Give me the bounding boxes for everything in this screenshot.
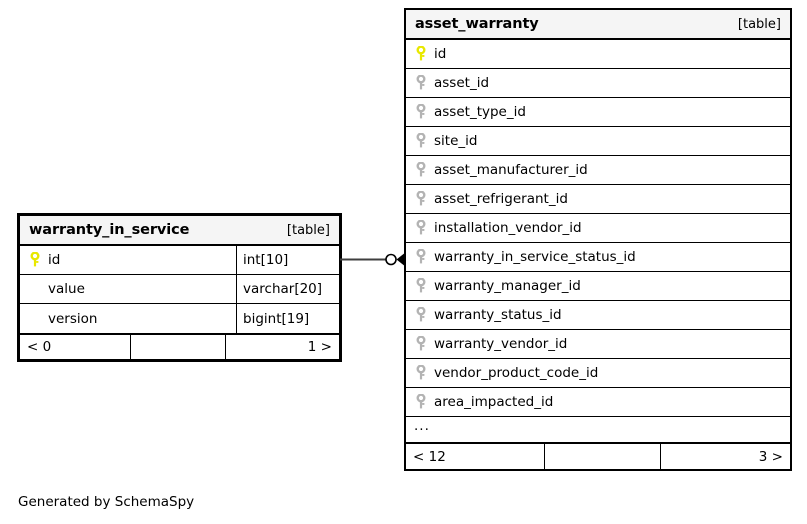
- foreign-key-icon: [416, 162, 426, 177]
- foreign-key-icon: [416, 307, 426, 322]
- table-row[interactable]: warranty_status_id: [406, 301, 790, 330]
- column-label: warranty_status_id: [434, 307, 562, 323]
- page-indicator: [131, 335, 226, 359]
- table-row[interactable]: value varchar[20]: [20, 275, 339, 304]
- foreign-key-icon: [416, 104, 426, 119]
- column-label: warranty_manager_id: [434, 278, 581, 294]
- table-columns-warranty-in-service: id int[10] value varchar[20] version big…: [20, 246, 339, 333]
- column-label: installation_vendor_id: [434, 220, 582, 236]
- column-type-cell: varchar[20]: [236, 275, 339, 303]
- table-type-tag: [table]: [737, 16, 781, 32]
- foreign-key-icon: [416, 278, 426, 293]
- table-row[interactable]: warranty_vendor_id: [406, 330, 790, 359]
- foreign-key-icon: [416, 336, 426, 351]
- column-type-cell: int[10]: [236, 246, 339, 274]
- relationship-connector-warranty-in-service-to-asset-warranty: [340, 251, 407, 268]
- generated-by-credit: Generated by SchemaSpy: [18, 494, 195, 510]
- table-asset-warranty[interactable]: asset_warranty [table] id asset_i: [404, 8, 792, 471]
- column-name-cell: vendor_product_code_id: [406, 359, 790, 387]
- column-label: version: [48, 310, 98, 327]
- table-type-tag: [table]: [286, 222, 330, 238]
- primary-key-icon: [416, 46, 426, 61]
- table-row[interactable]: installation_vendor_id: [406, 214, 790, 243]
- column-label: warranty_in_service_status_id: [434, 249, 636, 265]
- column-name-cell: installation_vendor_id: [406, 214, 790, 242]
- column-name-cell: asset_type_id: [406, 98, 790, 126]
- foreign-key-icon: [416, 75, 426, 90]
- cardinality-zero-circle: [385, 253, 397, 266]
- table-title: asset_warranty: [415, 16, 539, 32]
- table-header-asset-warranty: asset_warranty [table]: [406, 10, 790, 40]
- page-indicator: [545, 444, 661, 469]
- column-label: asset_id: [434, 75, 490, 91]
- column-label: asset_type_id: [434, 104, 526, 120]
- next-page-button[interactable]: 1 >: [307, 339, 332, 355]
- foreign-key-icon: [416, 220, 426, 235]
- column-name-cell: id: [406, 40, 790, 68]
- foreign-key-icon: [416, 191, 426, 206]
- table-columns-asset-warranty: id asset_id asset_type_id: [406, 40, 790, 443]
- column-name-cell: asset_manufacturer_id: [406, 156, 790, 184]
- next-page-button[interactable]: 3 >: [758, 448, 783, 465]
- ellipsis-label: ...: [414, 417, 430, 434]
- column-name-cell: value: [20, 275, 236, 303]
- column-type-cell: bigint[19]: [236, 304, 339, 333]
- column-name-cell: version: [20, 304, 236, 333]
- column-name-cell: warranty_status_id: [406, 301, 790, 329]
- column-label: id: [434, 46, 447, 62]
- table-row[interactable]: asset_type_id: [406, 98, 790, 127]
- column-label: warranty_vendor_id: [434, 336, 568, 352]
- table-row[interactable]: asset_manufacturer_id: [406, 156, 790, 185]
- column-name-cell: warranty_in_service_status_id: [406, 243, 790, 271]
- prev-page-button[interactable]: < 0: [20, 335, 131, 359]
- table-row[interactable]: warranty_in_service_status_id: [406, 243, 790, 272]
- foreign-key-icon: [416, 249, 426, 264]
- table-row[interactable]: warranty_manager_id: [406, 272, 790, 301]
- table-row[interactable]: area_impacted_id: [406, 388, 790, 417]
- column-name-cell: id: [20, 246, 236, 274]
- foreign-key-icon: [416, 365, 426, 380]
- table-row[interactable]: asset_id: [406, 69, 790, 98]
- table-warranty-in-service[interactable]: warranty_in_service [table] id int[10] v…: [17, 213, 342, 362]
- foreign-key-icon: [416, 394, 426, 409]
- table-title: warranty_in_service: [29, 222, 190, 238]
- table-pagination-asset-warranty: < 12 3 >: [406, 443, 790, 469]
- column-label: value: [48, 281, 85, 297]
- table-pagination-warranty-in-service: < 0 1 >: [20, 333, 339, 359]
- column-label: site_id: [434, 133, 478, 149]
- column-label: area_impacted_id: [434, 394, 554, 410]
- column-name-cell: site_id: [406, 127, 790, 155]
- table-row[interactable]: id: [406, 40, 790, 69]
- more-columns-indicator: ...: [406, 417, 790, 443]
- table-row[interactable]: id int[10]: [20, 246, 339, 275]
- column-name-cell: area_impacted_id: [406, 388, 790, 416]
- primary-key-icon: [30, 252, 40, 267]
- column-label: id: [48, 252, 61, 268]
- table-row[interactable]: version bigint[19]: [20, 304, 339, 333]
- foreign-key-icon: [416, 133, 426, 148]
- column-name-cell: asset_refrigerant_id: [406, 185, 790, 213]
- column-name-cell: warranty_manager_id: [406, 272, 790, 300]
- table-row[interactable]: site_id: [406, 127, 790, 156]
- table-row[interactable]: vendor_product_code_id: [406, 359, 790, 388]
- column-label: vendor_product_code_id: [434, 365, 599, 381]
- column-label: asset_manufacturer_id: [434, 162, 588, 178]
- column-name-cell: warranty_vendor_id: [406, 330, 790, 358]
- prev-page-button[interactable]: < 12: [406, 444, 545, 469]
- column-name-cell: asset_id: [406, 69, 790, 97]
- table-header-warranty-in-service: warranty_in_service [table]: [20, 216, 339, 246]
- table-row[interactable]: asset_refrigerant_id: [406, 185, 790, 214]
- column-label: asset_refrigerant_id: [434, 191, 568, 207]
